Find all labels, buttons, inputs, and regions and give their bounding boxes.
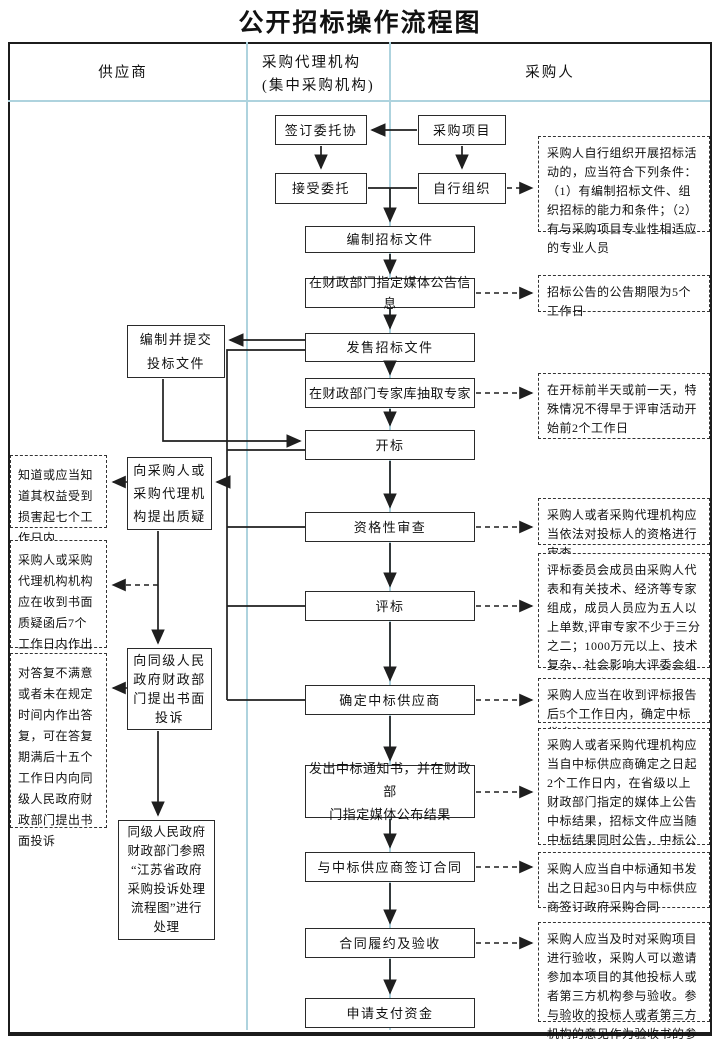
flow-box-self-organize: 自行组织	[418, 173, 506, 204]
note-expert-draw-timing: 在开标前半天或前一天，特殊情况不得早于评审活动开始前2个工作日	[538, 373, 710, 439]
note-query-deadline: 知道或应当知道其权益受到损害起七个工作日内	[10, 455, 107, 545]
chart-frame	[8, 42, 712, 1036]
flow-box-sign-agreement: 签订委托协	[275, 115, 367, 145]
column-header-purchaser: 采购人	[525, 65, 575, 81]
flow-box-announce-media: 在财政部门指定媒体公告信息	[305, 275, 475, 311]
flow-box-sign-contract: 与中标供应商签订合同	[305, 852, 475, 882]
note-announcement-period: 招标公告的公告期限为5个工作日	[538, 275, 710, 318]
column-header-supplier: 供应商	[98, 65, 148, 81]
note-committee-composition: 评标委员会成员由采购人代表和有关技术、经济等专家组成，成员人员应为五人以上单数,…	[538, 553, 710, 691]
flow-box-bid-opening: 开标	[305, 430, 475, 460]
note-acceptance-rule: 采购人应当及时对采购项目进行验收，采购人可以邀请参加本项目的其他投标人或者第三方…	[538, 922, 710, 1039]
flow-box-accept-entrust: 接受委托	[275, 173, 367, 204]
flow-box-prepare-tender-docs: 编制招标文件	[305, 226, 475, 253]
flow-box-contract-acceptance: 合同履约及验收	[305, 928, 475, 958]
note-contract-deadline: 采购人应当自中标通知书发出之日起30日内与中标供应商签订政府采购合同	[538, 852, 710, 914]
flow-box-raise-query: 向采购人或 采购代理机 构提出质疑	[127, 457, 212, 530]
page-title: 公开招标操作流程图	[238, 10, 482, 37]
flow-box-apply-payment: 申请支付资金	[305, 998, 475, 1028]
flow-box-qualification-review: 资格性审查	[305, 512, 475, 542]
note-qualification-rule: 采购人或者采购代理机构应当依法对投标人的资格进行审查	[538, 498, 710, 560]
column-header-agency: 采购代理机构 (集中采购机构)	[262, 55, 375, 94]
flow-box-gov-handle: 同级人民政府 财政部门参照 “江苏省政府 采购投诉处理 流程图”进行 处理	[118, 820, 215, 940]
note-complaint-deadline: 对答复不满意或者未在规定时间内作出答复，可在答复期满后十五个工作日内向同级人民政…	[10, 653, 107, 848]
flow-box-prepare-bid: 编制并提交 投标文件	[127, 325, 225, 378]
flow-box-file-complaint: 向同级人民 政府财政部 门提出书面 投诉	[127, 648, 212, 730]
flow-box-project: 采购项目	[418, 115, 506, 145]
note-result-announcement: 采购人或者采购代理机构应当自中标供应商确定之日起2个工作日内，在省级以上财政部门…	[538, 728, 710, 866]
note-winner-deadline: 采购人应当在收到评标报告后5个工作日内，确定中标供应商	[538, 678, 710, 740]
flow-box-evaluation: 评标	[305, 591, 475, 621]
flow-box-notify-result: 发出中标通知书，并在财政部 门指定媒体公布结果	[305, 761, 475, 822]
note-self-organize-conditions: 采购人自行组织开展招标活动的，应当符合下列条件：（1）有编制招标文件、组织招标的…	[538, 136, 710, 255]
flow-box-sell-docs: 发售招标文件	[305, 333, 475, 362]
note-reply-deadline: 采购人或采购代理机构机构应在收到书面质疑函后7个工作日内作出书面答复	[10, 540, 107, 672]
column-divider-left	[246, 42, 248, 1030]
header-separator	[8, 100, 710, 102]
flow-box-determine-winner: 确定中标供应商	[305, 685, 475, 715]
flow-box-draw-experts: 在财政部门专家库抽取专家	[305, 378, 475, 408]
